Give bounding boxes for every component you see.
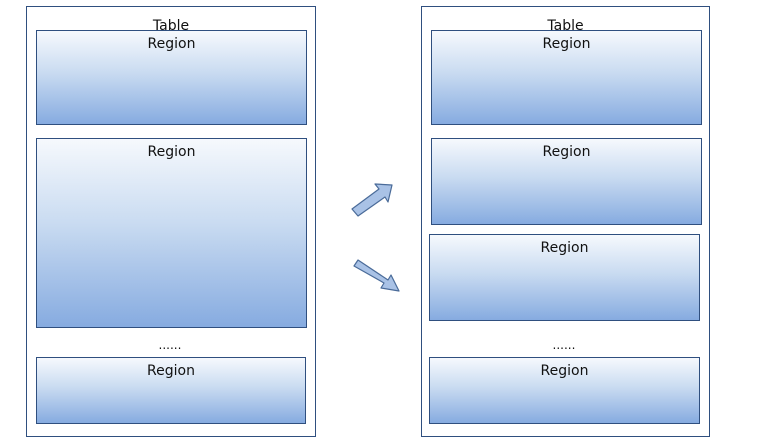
region-label: Region: [540, 363, 589, 379]
arrow-down-right-icon: [353, 259, 400, 292]
region-label: Region: [147, 363, 195, 379]
right-region-1: Region: [431, 30, 702, 125]
right-region-3: Region: [429, 234, 700, 321]
region-label: Region: [540, 240, 589, 256]
region-label: Region: [542, 36, 591, 52]
left-region-2: Region: [36, 138, 307, 328]
left-region-1: Region: [36, 30, 307, 125]
arrow-up-right-icon: [351, 183, 393, 217]
right-region-2: Region: [431, 138, 702, 225]
right-region-4: Region: [429, 357, 700, 424]
region-label: Region: [147, 36, 196, 52]
left-ellipsis: ......: [158, 338, 182, 352]
region-label: Region: [542, 144, 591, 160]
left-region-3: Region: [36, 357, 306, 424]
right-ellipsis: ......: [552, 338, 576, 352]
region-label: Region: [147, 144, 196, 160]
